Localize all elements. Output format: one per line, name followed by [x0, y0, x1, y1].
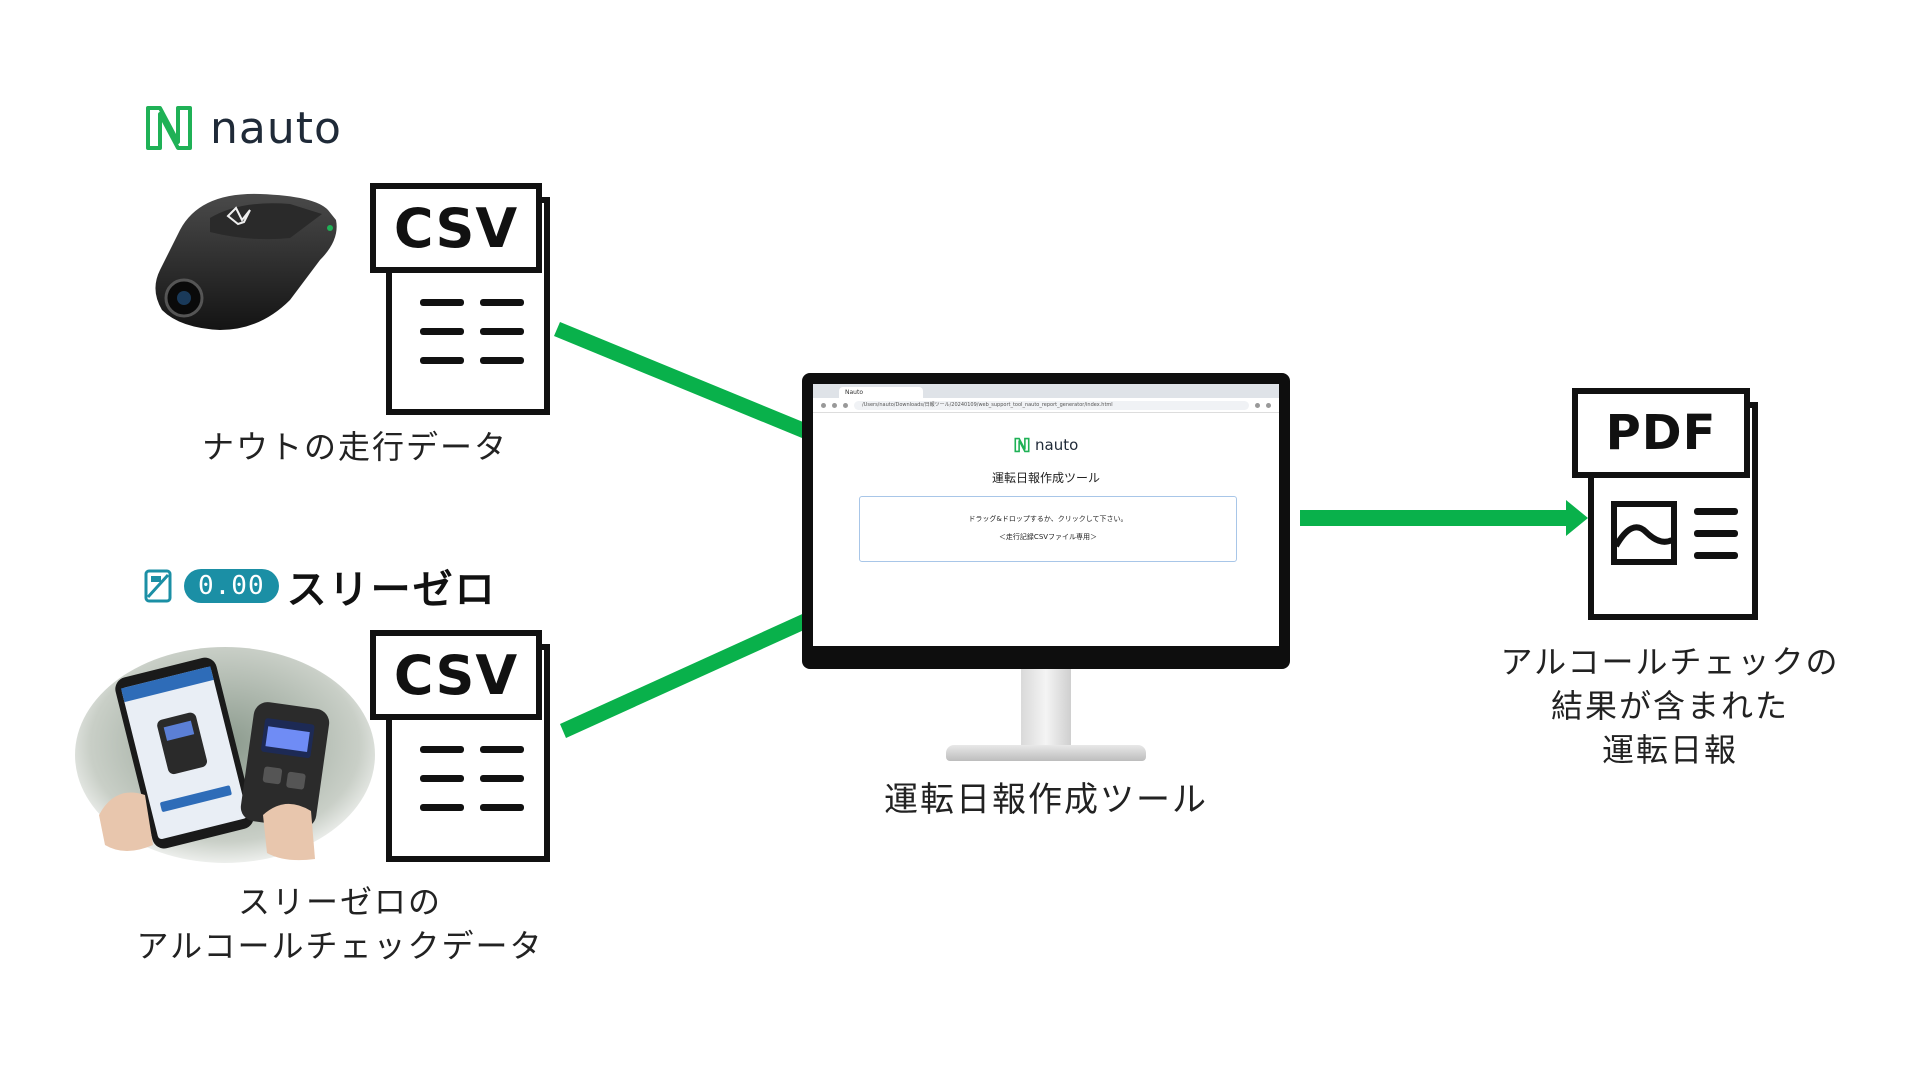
drop-instruction: ドラッグ&ドロップするか、クリックして下さい。: [968, 515, 1128, 523]
threezero-caption-line1: スリーゼロの: [237, 883, 442, 921]
csv-label: CSV: [393, 643, 519, 707]
menu-icon[interactable]: [1266, 402, 1271, 408]
forward-icon[interactable]: [832, 402, 837, 408]
threezero-name: スリーゼロ: [286, 567, 497, 613]
threezero-pill: 0.00: [184, 569, 279, 603]
threezero-product-photo: [75, 647, 375, 863]
csv-lines-icon: [420, 299, 524, 386]
nauto-device-image: [155, 193, 337, 330]
output-caption-line3: 運転日報: [1601, 731, 1738, 769]
app-brand: nauto: [1035, 436, 1079, 454]
threezero-caption-line2: アルコールチェックデータ: [136, 927, 544, 965]
nauto-caption: ナウトの走行データ: [201, 428, 508, 466]
breathalyzer-icon: [144, 569, 172, 603]
app-title: 運転日報作成ツール: [991, 471, 1100, 485]
csv-label-box: CSV: [370, 183, 542, 273]
browser-tab-strip: Nauto: [813, 384, 1279, 398]
monitor-screen: Nauto /Users/nauto/Downloads/日報ツール/20240…: [813, 384, 1279, 646]
threezero-logo: 0.00 スリーゼロ: [142, 562, 497, 613]
output-caption: アルコールチェックの 結果が含まれた 運転日報: [1460, 640, 1880, 772]
monitor-stand-base: [946, 745, 1146, 761]
monitor-stand-neck: [1021, 669, 1071, 747]
output-caption-line1: アルコールチェックの: [1500, 643, 1840, 681]
back-icon[interactable]: [821, 402, 826, 408]
address-bar[interactable]: /Users/nauto/Downloads/日報ツール/20240109/we…: [854, 400, 1249, 410]
csv-lines-icon: [420, 746, 524, 833]
csv-label-box: CSV: [370, 630, 542, 720]
nauto-logo: nauto: [142, 100, 372, 156]
pdf-label-box: PDF: [1572, 388, 1750, 478]
reload-icon[interactable]: [843, 402, 848, 408]
nauto-n-icon: [146, 106, 192, 150]
nauto-wordmark: nauto: [210, 102, 342, 154]
monitor: Nauto /Users/nauto/Downloads/日報ツール/20240…: [802, 373, 1290, 669]
arrow-tool-to-pdf: [1300, 500, 1588, 536]
csv-label: CSV: [393, 196, 519, 260]
image-lines-icon: [1611, 501, 1738, 565]
app-logo: nauto: [1013, 436, 1078, 454]
pdf-document: PDF: [1572, 388, 1772, 624]
output-caption-line2: 結果が含まれた: [1550, 687, 1789, 725]
pdf-label: PDF: [1605, 405, 1717, 461]
threezero-csv-document: CSV: [370, 630, 560, 862]
tool-caption: 運転日報作成ツール: [884, 780, 1208, 820]
drop-file-type: ＜走行記録CSVファイル専用＞: [998, 533, 1098, 541]
browser-toolbar: /Users/nauto/Downloads/日報ツール/20240109/we…: [813, 398, 1279, 413]
threezero-caption: スリーゼロの アルコールチェックデータ: [110, 880, 570, 968]
nauto-n-icon: [1014, 437, 1030, 453]
nauto-csv-document: CSV: [370, 183, 560, 415]
bookmark-icon[interactable]: [1255, 402, 1260, 408]
csv-drop-zone[interactable]: ドラッグ&ドロップするか、クリックして下さい。 ＜走行記録CSVファイル専用＞: [859, 496, 1237, 562]
browser-tab[interactable]: Nauto: [839, 387, 923, 398]
